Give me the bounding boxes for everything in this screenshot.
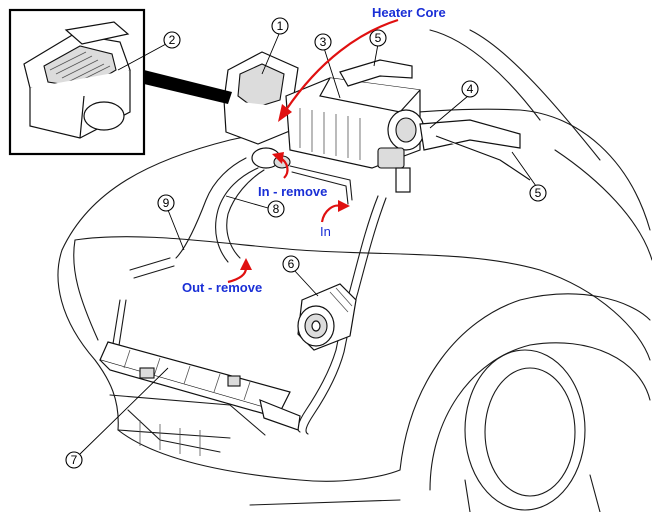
heater-core-arrow [278,18,399,122]
car-body-outline [57,29,652,512]
callout-1: 1 [271,17,289,35]
svg-text:7: 7 [71,453,78,467]
callout-9: 9 [157,194,175,212]
out-remove-arrow [227,258,252,284]
inset-pointer [144,70,232,104]
svg-text:5: 5 [535,186,542,200]
svg-text:2: 2 [169,33,176,47]
leader-lines [79,33,537,455]
in-arrow [320,200,350,223]
in-remove-arrow [272,152,289,179]
callout-4: 4 [461,80,479,98]
svg-text:8: 8 [273,202,280,216]
callout-5-top: 5 [369,29,387,47]
svg-text:5: 5 [375,31,382,45]
callout-2: 2 [163,31,181,49]
hvac-unit [223,51,531,193]
in-remove-label: In - remove [258,184,327,199]
svg-text:4: 4 [467,82,474,96]
callout-3: 3 [314,33,332,51]
compressor [297,283,357,351]
callout-6: 6 [282,255,300,273]
callout-7: 7 [65,451,83,469]
out-remove-label: Out - remove [182,280,262,295]
svg-text:3: 3 [320,35,327,49]
svg-text:9: 9 [163,196,170,210]
heater-core-label: Heater Core [372,5,446,20]
callout-8: 8 [267,200,285,218]
callout-5-right: 5 [529,184,547,202]
inset-detail-box [8,8,146,156]
svg-text:1: 1 [277,19,284,33]
svg-text:6: 6 [288,257,295,271]
in-label: In [320,224,331,239]
condenser [99,341,301,431]
